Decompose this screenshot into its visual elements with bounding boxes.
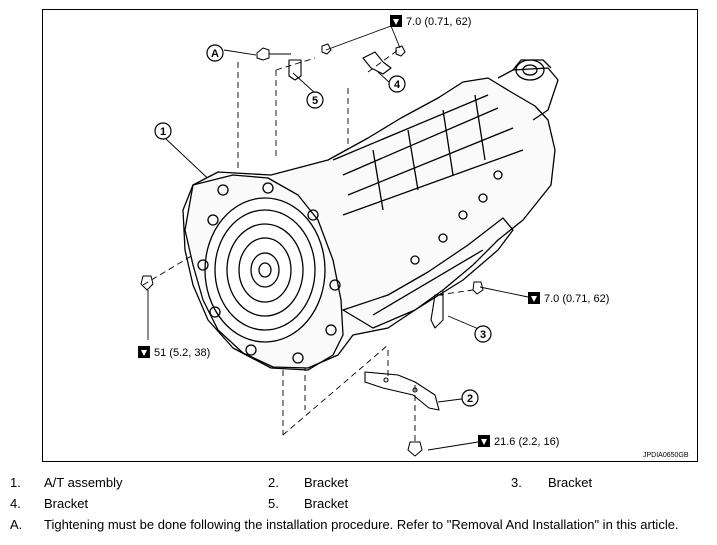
callout-2: 2 bbox=[461, 389, 479, 407]
callout-4: 4 bbox=[388, 75, 406, 93]
note-text: Tightening must be done following the in… bbox=[44, 517, 679, 532]
svg-text:51 (5.2, 38): 51 (5.2, 38) bbox=[154, 347, 210, 359]
assembly-guide-lines bbox=[142, 49, 474, 442]
callout-a: A bbox=[206, 44, 224, 62]
legend-row: 1. A/T assembly 2. Bracket 3. Bracket bbox=[0, 475, 717, 495]
legend-label: A/T assembly bbox=[44, 475, 123, 490]
torque-wrench-icon bbox=[478, 435, 490, 447]
legend-number: 4. bbox=[10, 496, 21, 511]
torque-wrench-icon bbox=[528, 292, 540, 304]
svg-text:2: 2 bbox=[467, 393, 473, 405]
transmission-diagram: 1 2 3 4 5 A 7.0 (0.71, 62) bbox=[138, 15, 689, 459]
callout-1: 1 bbox=[154, 122, 172, 140]
legend-number: 5. bbox=[268, 496, 279, 511]
svg-text:4: 4 bbox=[394, 79, 401, 91]
svg-text:1: 1 bbox=[160, 126, 166, 138]
legend-label: Bracket bbox=[304, 496, 349, 511]
bracket-4 bbox=[362, 51, 392, 75]
callout-3: 3 bbox=[474, 325, 492, 343]
torque-wrench-icon bbox=[138, 346, 150, 358]
note-letter: A. bbox=[10, 517, 23, 532]
svg-text:7.0 (0.71, 62): 7.0 (0.71, 62) bbox=[544, 293, 609, 305]
bolt-left bbox=[140, 275, 154, 291]
bracket-2 bbox=[364, 371, 440, 411]
legend-note: A. Tightening must be done following the… bbox=[0, 517, 717, 537]
bolt-bottom bbox=[407, 441, 423, 457]
bracket-3 bbox=[430, 294, 444, 329]
svg-text:3: 3 bbox=[480, 329, 486, 341]
bolt-top-right bbox=[395, 45, 406, 57]
legend-label: Bracket bbox=[548, 475, 593, 490]
svg-text:7.0 (0.71, 62): 7.0 (0.71, 62) bbox=[406, 16, 471, 28]
bolt-a bbox=[256, 47, 291, 61]
bracket-5 bbox=[288, 59, 302, 81]
legend-label: Bracket bbox=[44, 496, 89, 511]
torque-spec-top: 7.0 (0.71, 62) bbox=[390, 15, 471, 28]
legend-label: Bracket bbox=[304, 475, 349, 490]
legend-row: 4. Bracket 5. Bracket bbox=[0, 496, 717, 516]
torque-wrench-icon bbox=[390, 15, 402, 27]
svg-text:21.6 (2.2, 16): 21.6 (2.2, 16) bbox=[494, 436, 559, 448]
torque-spec-right: 7.0 (0.71, 62) bbox=[528, 292, 609, 305]
bolt-top-left bbox=[321, 43, 332, 55]
svg-text:A: A bbox=[211, 48, 219, 60]
torque-spec-bottom: 21.6 (2.2, 16) bbox=[478, 435, 559, 448]
legend-number: 2. bbox=[268, 475, 279, 490]
exploded-diagram-frame: 1 2 3 4 5 A 7.0 (0.71, 62) bbox=[42, 9, 698, 462]
figure-code: JPDIA0650GB bbox=[643, 452, 689, 459]
legend-number: 3. bbox=[511, 475, 522, 490]
torque-spec-left: 51 (5.2, 38) bbox=[138, 346, 210, 359]
svg-text:5: 5 bbox=[312, 95, 318, 107]
callout-5: 5 bbox=[306, 91, 324, 109]
bolt-right bbox=[472, 281, 484, 295]
at-assembly-body bbox=[182, 59, 559, 371]
legend-number: 1. bbox=[10, 475, 21, 490]
